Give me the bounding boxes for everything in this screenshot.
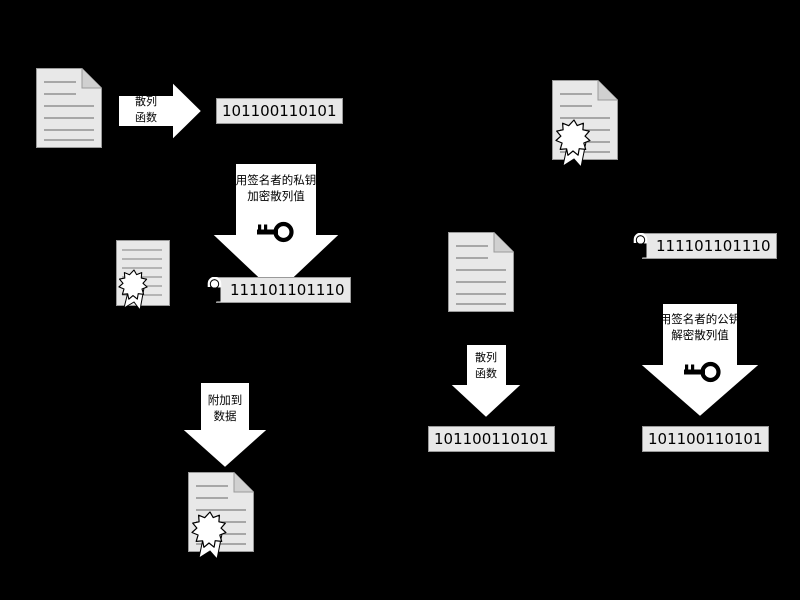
encrypted-hash-text: 111101101110 [216,277,351,303]
computed-hash-box: 101100110101 [428,426,555,452]
hash-value-box-left: 101100110101 [216,98,343,124]
seal-icon [118,269,148,312]
encrypted-hash-right-text: 111101101110 [642,233,777,259]
computed-hash-text: 101100110101 [428,426,555,452]
source-document-icon [36,68,102,148]
seal-icon [191,511,227,561]
encrypted-hash-box-right: 111101101110 [632,232,777,259]
decrypted-hash-text: 101100110101 [642,426,769,452]
key-icon [682,361,721,383]
hash-value-text: 101100110101 [216,98,343,124]
lock-icon [632,232,650,258]
decrypt-public-key-arrow [639,303,761,418]
extracted-document-icon [448,232,514,312]
signed-document-icon-final [188,472,254,561]
seal-icon [555,119,591,169]
key-icon [255,221,294,243]
received-signed-document-icon [552,80,618,169]
signed-document-icon-small [116,240,170,312]
encrypted-hash-box-left: 111101101110 [206,276,351,303]
decrypted-hash-box: 101100110101 [642,426,769,452]
hash-function-arrow-left [118,81,203,141]
hash-function-arrow-right [449,344,523,419]
attach-data-arrow [181,382,269,469]
lock-icon [206,276,224,302]
